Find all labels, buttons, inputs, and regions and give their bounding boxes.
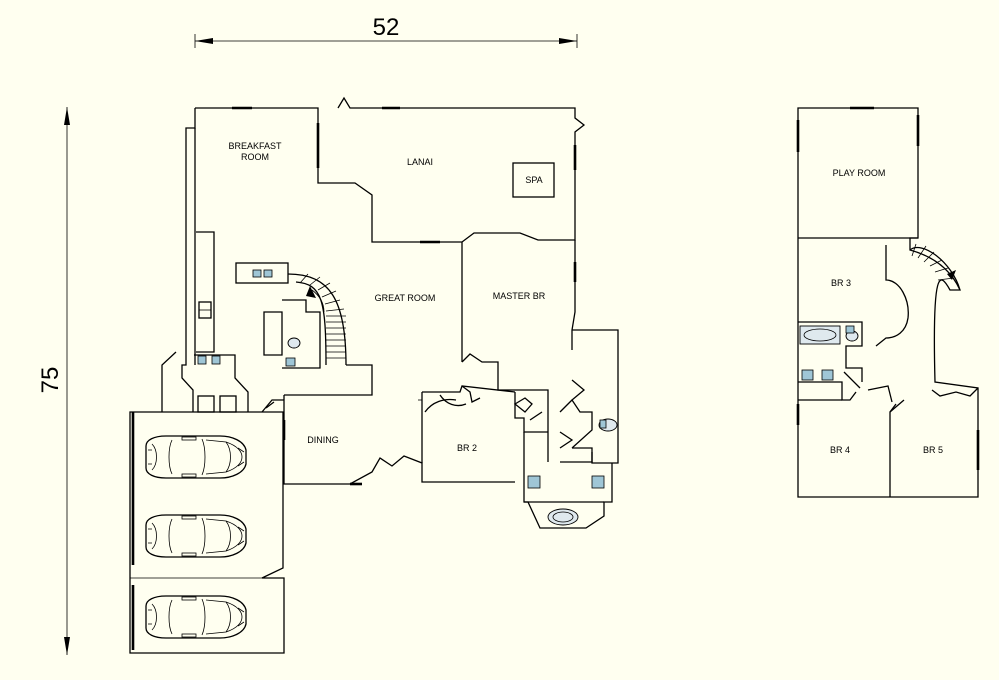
main-floor-walls <box>181 96 619 529</box>
label-br5: BR 5 <box>923 445 943 455</box>
width-dimension: 52 <box>194 14 578 48</box>
label-lanai: LANAI <box>407 157 433 167</box>
upper-floor-walls <box>796 106 980 498</box>
label-dining: DINING <box>307 435 339 445</box>
label-great-room: GREAT ROOM <box>375 293 436 303</box>
depth-dimension: 75 <box>37 107 70 655</box>
garage <box>129 351 285 654</box>
spa-box <box>512 162 555 198</box>
label-br4: BR 4 <box>830 445 850 455</box>
label-br2: BR 2 <box>457 443 477 453</box>
depth-dimension-label: 75 <box>37 367 64 394</box>
width-dimension-label: 52 <box>373 14 400 41</box>
label-master-br: MASTER BR <box>493 291 546 301</box>
label-breakfast-room-line1: BREAKFAST <box>228 141 282 151</box>
label-breakfast-room-line2: ROOM <box>241 152 269 162</box>
label-play-room: PLAY ROOM <box>833 168 886 178</box>
label-spa: SPA <box>525 175 542 185</box>
car-3 <box>145 595 247 639</box>
car-2 <box>145 514 247 558</box>
label-br3: BR 3 <box>831 278 851 288</box>
car-1 <box>145 435 247 479</box>
room-labels: BREAKFAST ROOM LANAI SPA GREAT ROOM MAST… <box>228 141 943 455</box>
